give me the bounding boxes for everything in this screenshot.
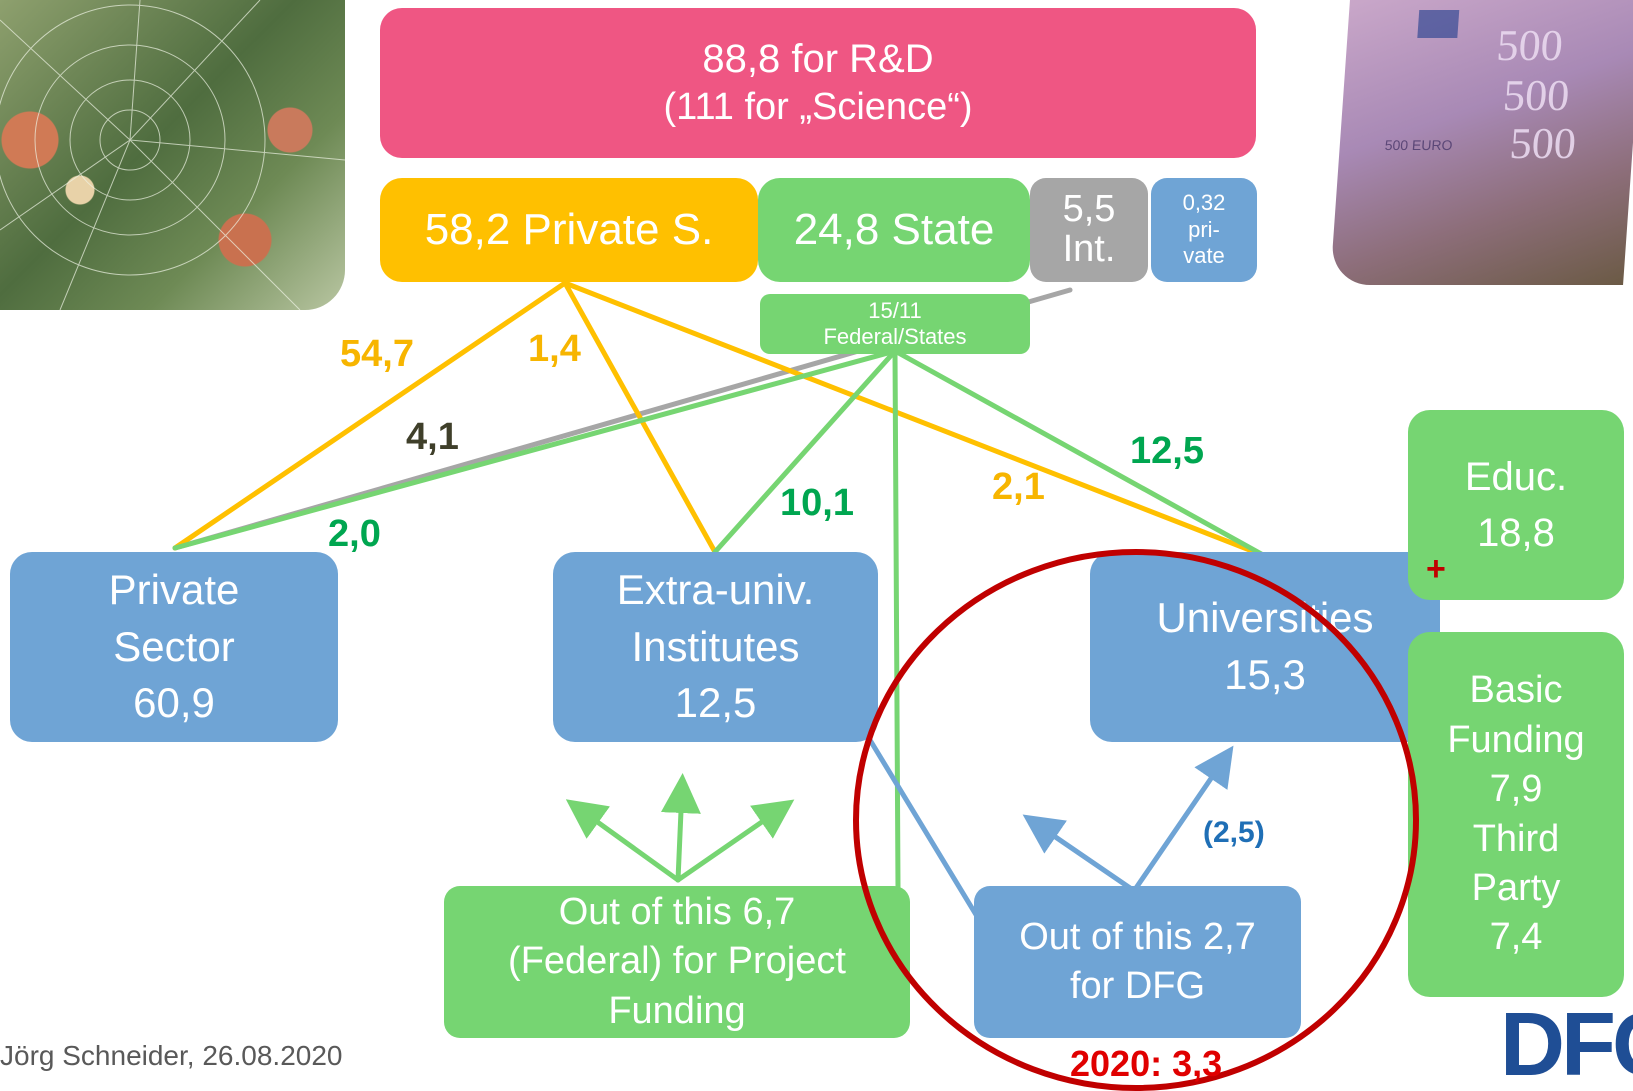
dfg-label-1: Out of this 2,7 (1019, 915, 1256, 958)
extra-univ-value: 12,5 (674, 679, 757, 727)
flow-label-private-extra: 1,4 (528, 328, 581, 370)
dfg-label-2: for DFG (1069, 965, 1206, 1007)
rd-total-label: 88,8 for R&D (702, 37, 934, 82)
project-arrow-right (675, 799, 795, 883)
spiderweb-photo (0, 0, 345, 310)
extra-univ-label-1: Extra-univ. (616, 565, 815, 613)
flow-label-intl-private: 4,1 (406, 416, 459, 458)
basic-funding-box: Basic Funding 7,9 Third Party 7,4 (1408, 632, 1624, 997)
flow-line-state-extra (712, 348, 898, 555)
flow-line-state-univ (892, 348, 1268, 559)
private-source-label: 58,2 Private S. (424, 205, 714, 254)
flow-label-state-extra: 10,1 (780, 482, 854, 524)
basic-funding-label-2: Funding (1447, 718, 1585, 761)
project-arrow-up (660, 773, 701, 883)
project-funding-label-3: Funding (608, 989, 746, 1032)
state-source-box: 24,8 State (758, 178, 1030, 282)
private-nonprofit-box: 0,32 pri- vate (1151, 178, 1257, 282)
international-label: Int. (1062, 228, 1116, 270)
dfg-logo-text: DFG (1500, 1008, 1633, 1082)
flow-label-private-univ: 2,1 (992, 466, 1045, 508)
flow-label-state-private: 2,0 (328, 513, 381, 555)
flow-line-state-private (172, 348, 898, 551)
federal-states-box: 15/11 Federal/States (760, 294, 1030, 354)
flow-line-state-project (892, 348, 901, 891)
private-nonprofit-value: 0,32 (1182, 190, 1226, 216)
private-sector-label-2: Sector (113, 622, 235, 670)
international-value: 5,5 (1062, 188, 1116, 231)
spiderweb-icon (0, 0, 345, 310)
svg-text:500: 500 (1495, 21, 1564, 70)
svg-text:500 EURO: 500 EURO (1384, 137, 1453, 153)
svg-text:500: 500 (1508, 119, 1577, 168)
dfg-arrow-left (1022, 814, 1133, 891)
dfg-arrow-up (1133, 745, 1234, 891)
project-funding-box: Out of this 6,7 (Federal) for Project Fu… (444, 886, 910, 1038)
private-sector-label-1: Private (108, 565, 240, 613)
science-total-label: (111 for „Science“) (663, 86, 973, 129)
private-source-box: 58,2 Private S. (380, 178, 758, 282)
private-nonprofit-label-2: vate (1183, 243, 1225, 269)
flow-line-private-private (172, 280, 568, 551)
project-funding-label-2: (Federal) for Project (508, 940, 846, 983)
basic-funding-value: 7,9 (1489, 768, 1543, 811)
flow-line-private-extra (562, 280, 718, 555)
dfg-logo: DFG (1500, 1008, 1633, 1082)
project-arrow-left (565, 799, 681, 883)
project-funding-label-1: Out of this 6,7 (558, 890, 796, 933)
plus-icon: + (1426, 550, 1446, 588)
state-source-label: 24,8 State (793, 205, 995, 254)
footer-author: Jörg Schneider, 26.08.2020 (0, 1040, 343, 1071)
third-party-label-2: Party (1471, 866, 1561, 909)
private-nonprofit-label-1: pri- (1188, 216, 1220, 242)
flow-line-extra-dfg (867, 737, 981, 921)
federal-states-label: Federal/States (823, 324, 967, 349)
education-box: Educ. 18,8 (1408, 410, 1624, 600)
education-label: Educ. (1464, 455, 1568, 499)
private-sector-value: 60,9 (133, 679, 215, 727)
third-party-label-1: Third (1472, 817, 1560, 860)
international-source-box: 5,5 Int. (1030, 178, 1148, 282)
third-party-value: 7,4 (1489, 916, 1543, 959)
education-value: 18,8 (1477, 511, 1555, 555)
flow-label-private-private: 54,7 (340, 333, 414, 375)
svg-text:500: 500 (1502, 71, 1571, 120)
extra-univ-box: Extra-univ. Institutes 12,5 (553, 552, 878, 742)
dfg-2020-value: 2020: 3,3 (1070, 1043, 1223, 1084)
rd-total-box: 88,8 for R&D (111 for „Science“) (380, 8, 1256, 158)
flow-line-private-univ (562, 280, 1268, 559)
private-sector-box: Private Sector 60,9 (10, 552, 338, 742)
federal-states-ratio: 15/11 (868, 297, 922, 323)
extra-univ-label-2: Institutes (631, 622, 800, 670)
universities-value: 15,3 (1224, 651, 1306, 698)
flow-label-state-univ: 12,5 (1130, 430, 1204, 472)
basic-funding-label-1: Basic (1469, 669, 1563, 712)
dfg-box: Out of this 2,7 for DFG (974, 886, 1301, 1038)
flow-label-dfg-univ: (2,5) (1203, 816, 1265, 849)
